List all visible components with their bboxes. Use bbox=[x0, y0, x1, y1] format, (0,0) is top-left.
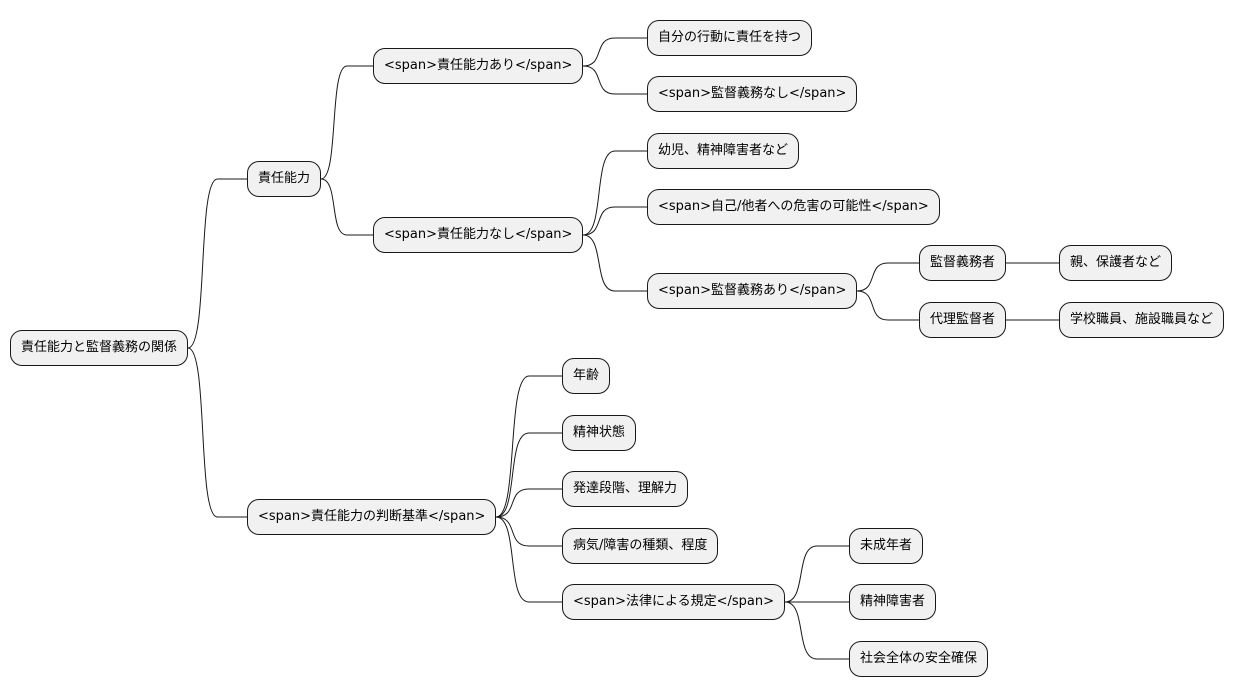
edge-law-to-law-0 bbox=[784, 545, 849, 603]
node-mental-state[interactable]: 精神状態 bbox=[562, 415, 637, 451]
node-has-capacity[interactable]: <span>責任能力あり</span> bbox=[373, 48, 584, 84]
edge-has-to-has-0 bbox=[582, 37, 647, 67]
edge-law-to-law-2 bbox=[784, 601, 849, 660]
edge-sup-to-sup-b bbox=[856, 290, 919, 321]
node-minors[interactable]: 未成年者 bbox=[849, 528, 924, 564]
edge-crit-to-crit-3 bbox=[495, 516, 562, 547]
node-no-supervision-duty[interactable]: <span>監督義務なし</span> bbox=[647, 76, 858, 112]
node-illness-disability-type[interactable]: 病気/障害の種類、程度 bbox=[562, 528, 719, 564]
node-development-understanding[interactable]: 発達段階、理解力 bbox=[562, 471, 689, 507]
edge-crit-to-crit-0 bbox=[495, 375, 562, 518]
node-mentally-disabled[interactable]: 精神障害者 bbox=[849, 584, 937, 620]
node-capacity[interactable]: 責任能力 bbox=[247, 161, 322, 197]
node-age[interactable]: 年齢 bbox=[562, 358, 611, 394]
node-own-responsibility[interactable]: 自分の行動に責任を持つ bbox=[647, 20, 813, 56]
root-node[interactable]: 責任能力と監督義務の関係 bbox=[10, 330, 189, 366]
edge-no-to-no-1 bbox=[582, 206, 647, 236]
edge-has-to-has-1 bbox=[582, 65, 647, 95]
node-legal-provisions[interactable]: <span>法律による規定</span> bbox=[562, 584, 786, 620]
node-school-facility-staff[interactable]: 学校職員、施設職員など bbox=[1059, 302, 1225, 338]
node-criteria[interactable]: <span>責任能力の判断基準</span> bbox=[247, 499, 497, 535]
edge-crit-to-law bbox=[495, 516, 562, 603]
edge-crit-to-crit-1 bbox=[495, 432, 562, 518]
node-proxy-supervisor[interactable]: 代理監督者 bbox=[919, 302, 1007, 338]
edge-crit-to-crit-2 bbox=[495, 488, 562, 518]
edge-no-to-sup bbox=[582, 234, 647, 292]
node-infants-mentally-disabled[interactable]: 幼児、精神障害者など bbox=[647, 133, 800, 169]
node-no-capacity[interactable]: <span>責任能力なし</span> bbox=[373, 217, 584, 253]
node-supervisor[interactable]: 監督義務者 bbox=[919, 245, 1007, 281]
node-parents-guardians[interactable]: 親、保護者など bbox=[1059, 245, 1173, 281]
edge-sup-to-sup-a bbox=[856, 262, 919, 292]
node-possible-harm[interactable]: <span>自己/他者への危害の可能性</span> bbox=[647, 189, 940, 225]
edge-cap-to-no bbox=[320, 178, 373, 236]
node-public-safety[interactable]: 社会全体の安全確保 bbox=[849, 641, 989, 677]
edge-root-to-crit bbox=[187, 347, 247, 518]
edge-no-to-no-0 bbox=[582, 150, 647, 236]
node-supervision-duty[interactable]: <span>監督義務あり</span> bbox=[647, 273, 858, 309]
edge-cap-to-has bbox=[320, 65, 373, 180]
edge-root-to-cap bbox=[187, 178, 247, 349]
